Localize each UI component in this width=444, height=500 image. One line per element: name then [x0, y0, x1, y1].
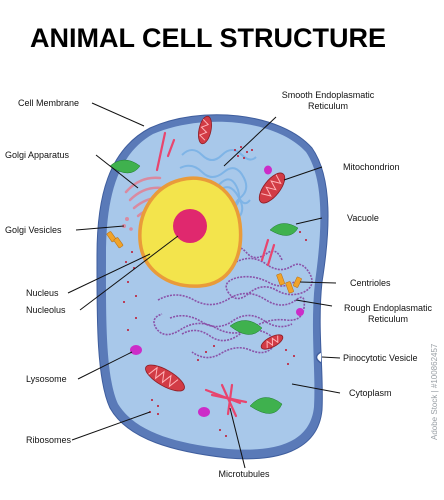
mitochondrion [198, 115, 212, 145]
label-smooth-er-line1: Smooth Endoplasmatic [282, 90, 375, 100]
label-ribosomes: Ribosomes [26, 435, 72, 445]
label-pinocytotic-vesicle: Pinocytotic Vesicle [343, 353, 418, 363]
pinocytotic-vesicle [315, 351, 322, 364]
leader-lines [67, 102, 341, 469]
stock-id-text: Adobe Stock | #100862457 [430, 343, 439, 440]
label-golgi-apparatus: Golgi Apparatus [5, 150, 70, 160]
label-centrioles: Centrioles [350, 278, 391, 288]
vacuole [109, 159, 299, 414]
label-microtubules: Microtubules [218, 469, 270, 479]
label-cytoplasm: Cytoplasm [349, 388, 392, 398]
label-rough-er-line2: Reticulum [368, 314, 408, 324]
nucleolus [173, 209, 207, 243]
mitochondrion [258, 172, 286, 204]
label-mitochondrion: Mitochondrion [343, 162, 400, 172]
golgi-vesicles [122, 217, 133, 231]
lysosome [130, 165, 304, 417]
ribosomes [123, 146, 307, 437]
label-cell-membrane: Cell Membrane [18, 98, 79, 108]
centrioles [106, 231, 302, 294]
microtubules [155, 131, 276, 418]
label-nucleus: Nucleus [26, 288, 59, 298]
label-lysosome: Lysosome [26, 374, 67, 384]
mitochondrion [260, 334, 284, 350]
label-rough-er-line1: Rough Endoplasmatic [344, 303, 433, 313]
mitochondrion [145, 364, 185, 392]
label-vacuole: Vacuole [347, 213, 379, 223]
diagram-title: ANIMAL CELL STRUCTURE [30, 23, 386, 53]
label-golgi-vesicles: Golgi Vesicles [5, 225, 62, 235]
label-smooth-er-line2: Reticulum [308, 101, 348, 111]
label-nucleolus: Nucleolus [26, 305, 66, 315]
